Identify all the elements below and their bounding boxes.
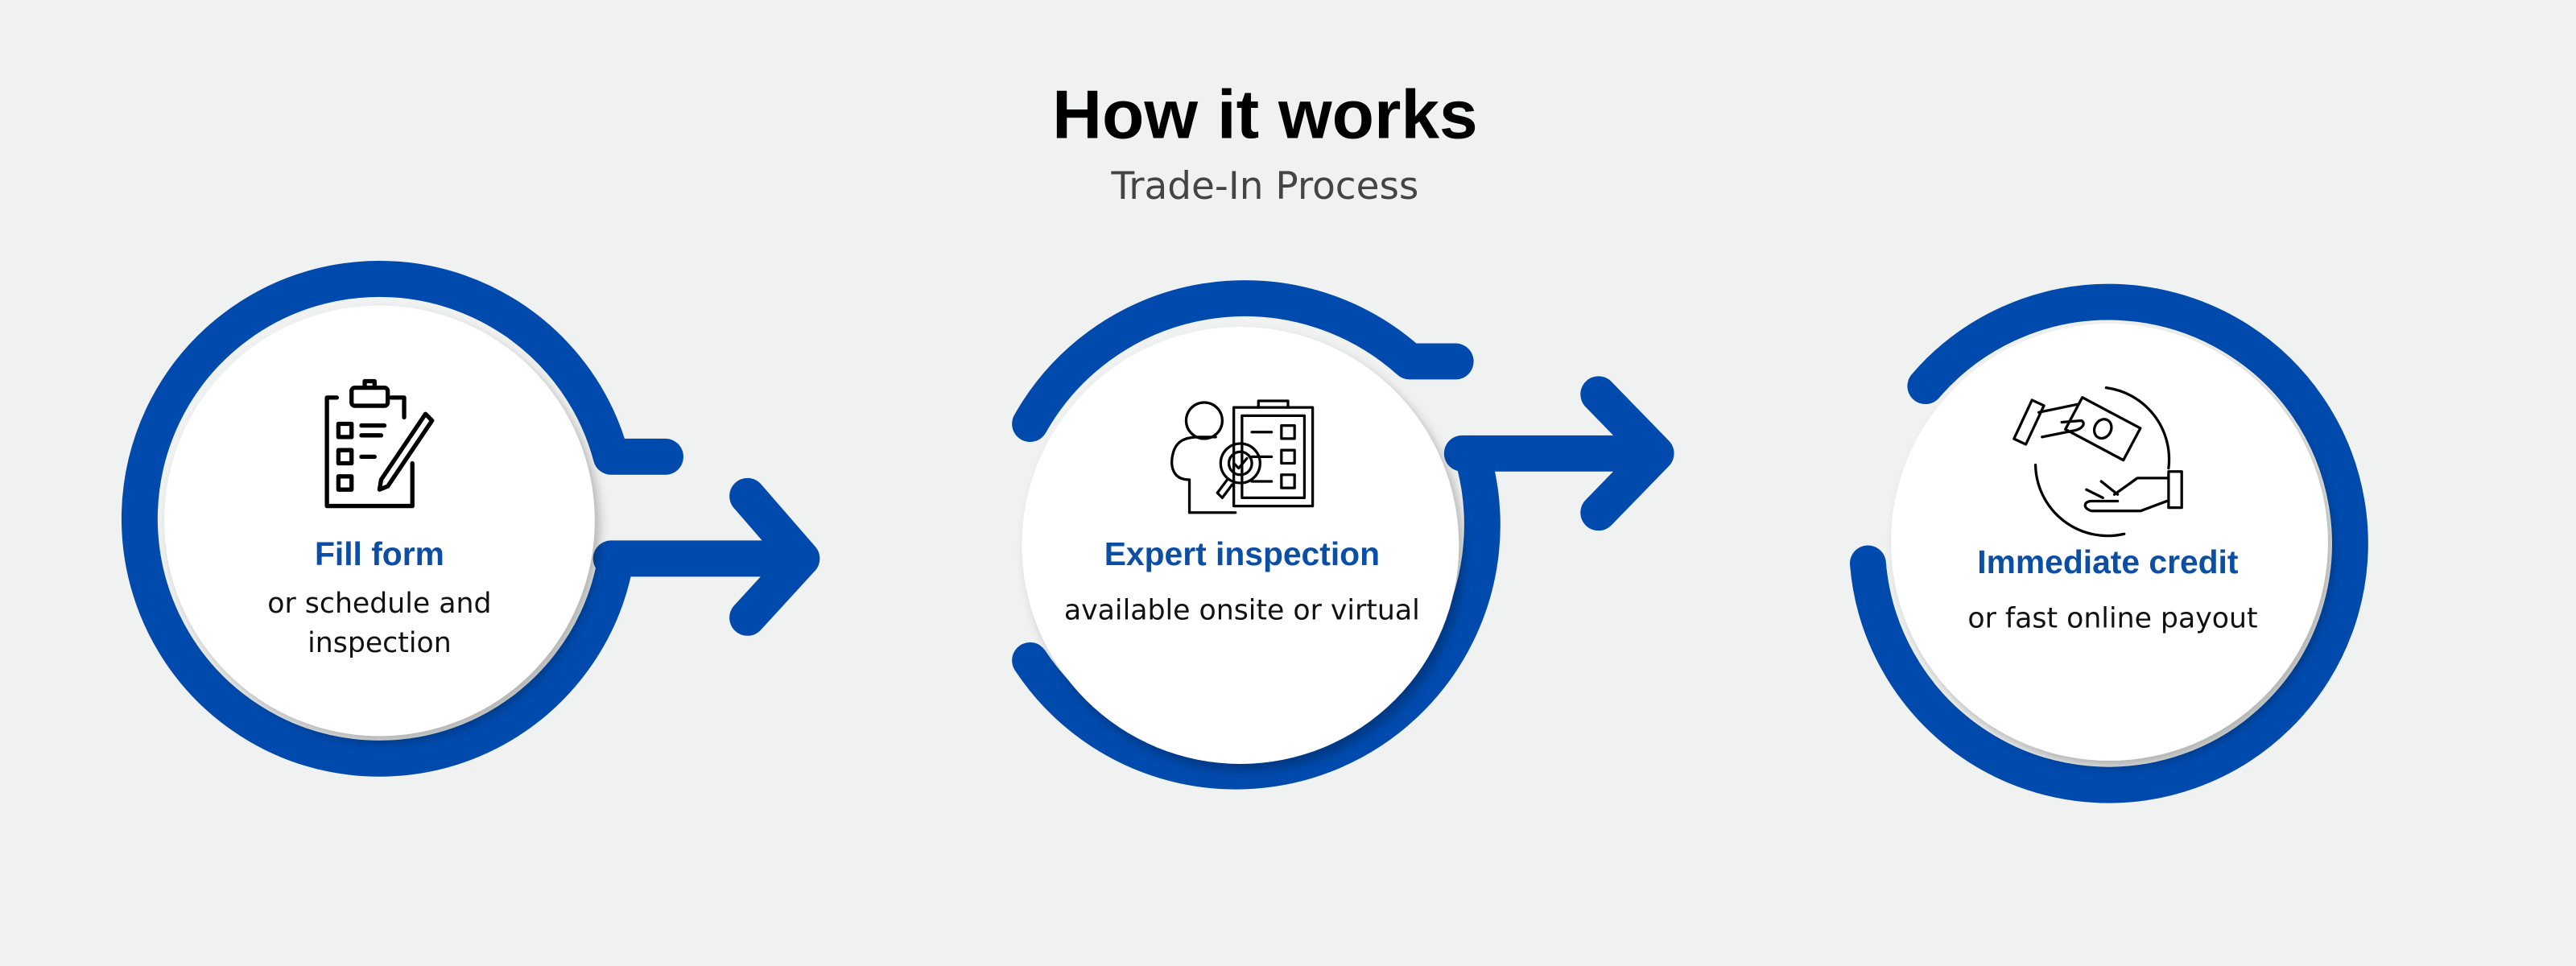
step-1-desc-line-2: inspection — [308, 627, 452, 659]
step-3: Immediate credit or fast online payout — [1849, 283, 2368, 803]
page-subtitle: Trade-In Process — [1110, 164, 1418, 208]
step-1: Fill form or schedule and inspection — [121, 260, 820, 777]
step-2-circle — [1022, 327, 1459, 764]
step-3-circle — [1890, 324, 2328, 761]
step-2-ring-top — [1012, 280, 1474, 442]
page-title: How it works — [1052, 76, 1478, 153]
step-1-title: Fill form — [315, 535, 444, 572]
arrow-1-icon — [592, 477, 820, 636]
step-1-circle — [164, 305, 595, 737]
inspector-checklist-icon — [1170, 399, 1315, 514]
clipboard-form-icon — [324, 378, 435, 509]
step-3-ring — [1849, 283, 2368, 803]
step-1-ring — [121, 260, 683, 777]
step-3-desc-line-1: or fast online payout — [1967, 603, 2257, 635]
arrow-2-icon — [1443, 376, 1674, 531]
step-3-title: Immediate credit — [1977, 543, 2239, 580]
step-1-desc-line-1: or schedule and — [267, 588, 491, 620]
step-2: Expert inspection available onsite or vi… — [1012, 280, 1674, 790]
step-2-ring-bottom — [1012, 448, 1501, 790]
step-2-desc-line-1: available onsite or virtual — [1064, 594, 1420, 626]
step-2-title: Expert inspection — [1104, 535, 1380, 572]
hand-money-icon — [2013, 386, 2183, 538]
